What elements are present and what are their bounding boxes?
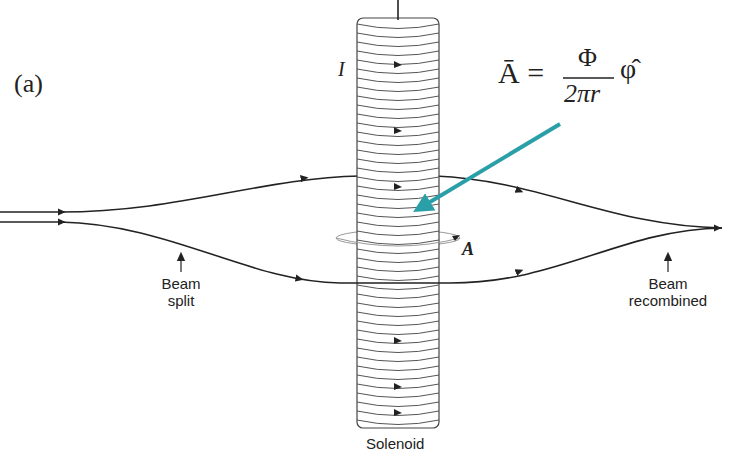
coil-winding [357,51,439,56]
coil-winding [357,42,439,47]
coil-winding [357,141,439,146]
coil-winding [357,24,439,29]
coil-winding [357,294,439,299]
coil-winding [357,321,439,326]
coil-winding [357,276,439,281]
coil-winding [357,168,439,173]
current-arrow [394,61,402,68]
coil-winding [357,177,439,182]
coil-winding [357,366,439,371]
coil-winding [357,267,439,272]
lower-beam [0,221,60,223]
panel-letter: (a) [14,70,43,99]
current-label: I [338,58,345,80]
beam-arrow [20,222,62,223]
coil-winding [357,195,439,200]
coil-winding [357,303,439,308]
pointer-arrow [667,256,668,272]
coil-winding [357,78,439,83]
pointer-arrow [180,256,181,272]
coil-winding [357,105,439,110]
coil-winding [357,285,439,290]
coil-winding [357,69,439,74]
coil-winding [357,132,439,137]
potential-label: A [462,240,474,260]
coil-windings [357,24,439,425]
coil-winding [357,222,439,227]
coil-winding [357,114,439,119]
current-arrow [394,183,402,190]
coil-winding [357,357,439,362]
coil-winding [357,375,439,380]
formula-lhs: Ā = [498,56,544,89]
coil-winding [357,258,439,263]
beam-arrow [295,178,305,180]
beam-recombined-label: Beam recombined [622,276,714,309]
formula-numerator: Φ [578,44,597,73]
current-arrow [394,337,402,344]
coil-winding [357,87,439,92]
callout-arrow [420,124,560,208]
coil-winding [357,33,439,38]
coil-winding [357,96,439,101]
beam-arrow [510,187,520,191]
beam-arrow [510,271,520,275]
current-arrow [394,127,402,134]
beam-split-label: Beam split [146,276,216,309]
field-arrow [452,235,460,241]
coil-winding [357,213,439,218]
solenoid-label: Solenoid [366,436,424,453]
coil-winding [357,393,439,398]
coil-winding [357,420,439,425]
coil-winding [357,231,439,236]
formula-denominator: 2πr [564,80,600,109]
fraction-bar [563,77,614,78]
coil-winding [357,348,439,353]
solenoid-lead [397,0,399,20]
current-arrow [394,409,402,416]
coil-winding [357,312,439,317]
coil-winding [357,330,439,335]
formula-unit-vector: φ̂ [620,54,636,85]
upper-beam [0,176,360,212]
upper-beam [435,176,722,228]
beam-arrow [20,212,62,213]
coil-winding [357,249,439,254]
coil-winding [357,150,439,155]
coil-winding [357,402,439,407]
lower-beam [60,222,722,283]
solenoid-body [357,18,439,428]
current-arrow [394,383,402,390]
field-ring [336,238,460,246]
beam-arrow [700,228,718,229]
beam-arrow [290,277,300,279]
coil-winding [357,159,439,164]
coil-winding [357,123,439,128]
